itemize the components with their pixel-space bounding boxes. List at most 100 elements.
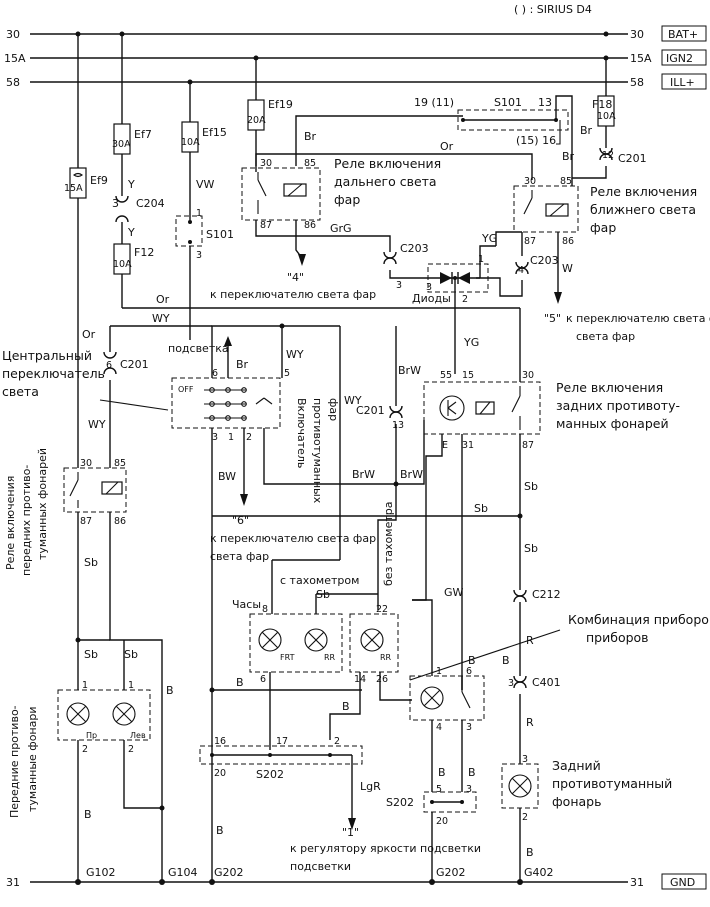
connector-c203-left: C203 — [383, 242, 429, 265]
relay-high-beam-label: Реле включения — [334, 156, 441, 171]
relay-rear-pin-31: 31 — [462, 440, 474, 451]
switch-off-label: OFF — [178, 385, 194, 394]
rear-fog-lamp-label: Задний — [552, 758, 601, 773]
wire-b5: B — [468, 766, 476, 779]
cluster-clock-group: FRT RR 8 6 — [249, 604, 343, 685]
cluster-right-pin-6: 6 — [466, 666, 472, 677]
switch-pin-5: 5 — [284, 368, 290, 379]
wire-b3: B — [216, 824, 224, 837]
ref-5-text: к переключателю света фар — [566, 312, 710, 325]
wire-b6: B — [468, 654, 476, 667]
ref-4: "4" — [287, 271, 304, 284]
relay-low-beam: 30 85 87 86 Реле включения ближнего свет… — [513, 176, 697, 247]
diodes-pin-2: 2 — [462, 294, 468, 305]
fuse-f18-rating: 10A — [597, 111, 616, 122]
clock-label: Часы — [232, 598, 261, 611]
backlight-label: подсветка — [168, 342, 229, 355]
wire-b9: B — [502, 654, 510, 667]
wire-b2: B — [166, 684, 174, 697]
switch-pin-3: 3 — [212, 432, 218, 443]
ref-5: "5" — [544, 312, 561, 325]
clock-frt-tag: FRT — [280, 653, 295, 662]
relay-high-pin-87: 87 — [260, 220, 272, 231]
connector-s101-top-pin-lower: (15) 16 — [516, 134, 556, 147]
connector-s101-top: S101 19 (11) 13 (15) 16 — [414, 96, 569, 147]
s202-pin-2: 2 — [334, 736, 340, 747]
central-switch-label2: переключатель — [2, 366, 105, 381]
bus-gnd-left-label: 31 — [6, 876, 20, 889]
fuse-f18-name: F18 — [592, 98, 612, 111]
relay-front-pin-86: 86 — [114, 516, 126, 527]
relay-front-pin-87: 87 — [80, 516, 92, 527]
wire-brw3: BrW — [400, 468, 423, 481]
front-fog-relay-label3: туманных фонарей — [36, 448, 49, 560]
switch-pin-1: 1 — [228, 432, 234, 443]
relay-high-beam-label3: фар — [334, 192, 360, 207]
relay-low-pin-87: 87 — [524, 236, 536, 247]
bus-gnd-right-label: 31 — [630, 876, 644, 889]
wire-or3: Or — [82, 328, 96, 341]
relay-front-pin-30: 30 — [80, 458, 92, 469]
connector-s101-top-label: S101 — [494, 96, 522, 109]
front-fog-relay-label: Реле включения — [4, 476, 17, 570]
connector-c201-left-pin: 6 — [106, 360, 112, 371]
fuse-ef15-rating: 10A — [181, 137, 200, 148]
switch-pin-6: 6 — [212, 368, 218, 379]
bus-ign-tag: IGN2 — [666, 52, 693, 65]
bus-gnd-tag: GND — [670, 876, 695, 889]
bus-ign-right-label: 15A — [630, 52, 652, 65]
cluster-pin-26: 26 — [376, 674, 388, 685]
wire-or1: Or — [156, 293, 170, 306]
wire-br1: Br — [304, 130, 317, 143]
ref-1-text: к регулятору яркости подсветки — [290, 842, 481, 855]
bus-ign-left-label: 15A — [4, 52, 26, 65]
relay-rear-pin-30: 30 — [522, 370, 534, 381]
connector-c204-pin: 3 — [112, 197, 119, 210]
relay-low-beam-label: Реле включения — [590, 184, 697, 199]
wire-grg: GrG — [330, 222, 352, 235]
header-note: ( ) : SIRIUS D4 — [514, 3, 592, 16]
relay-rear-pin-15: 15 — [462, 370, 474, 381]
s202r-pin-5: 5 — [436, 784, 442, 795]
cluster-right-pin-4: 4 — [436, 722, 442, 733]
fuse-ef19-name: Ef19 — [268, 98, 293, 111]
relay-low-beam-label3: фар — [590, 220, 616, 235]
cluster-label2: приборов — [586, 630, 649, 645]
fuse-f12-name: F12 — [134, 246, 154, 259]
fuse-ef19: 20A Ef19 — [247, 58, 293, 165]
fuse-ef9: 15A Ef9 — [64, 34, 108, 360]
fuse-ef7-name: Ef7 — [134, 128, 152, 141]
wire-b4: B — [438, 766, 446, 779]
wire-sb3: Sb — [524, 542, 538, 555]
rear-fog-lamp-label2: противотуманный — [552, 776, 672, 791]
fuse-ef7: 30A Ef7 — [112, 34, 152, 196]
ground-g202b: G202 — [436, 866, 466, 879]
connector-s101-top-pin-right: 13 — [538, 96, 552, 109]
relay-high-beam-label2: дальнего света — [334, 174, 437, 189]
wire-wy4: WY — [88, 418, 106, 431]
central-switch: OFF 6 3 1 2 5 — [171, 368, 290, 443]
connector-c203-right-label: C203 — [530, 254, 559, 267]
front-fog-lamps: 1 1 2 2 Пр Лев — [57, 680, 151, 755]
front-fog-pin-2a: 2 — [82, 744, 88, 755]
relay-low-pin-30: 30 — [524, 176, 536, 187]
fuse-ef9-name: Ef9 — [90, 174, 108, 187]
connector-c401-label: C401 — [532, 676, 561, 689]
wire-sb2: Sb — [474, 502, 488, 515]
wire-w: W — [562, 262, 573, 275]
with-tach-label: с тахометром — [280, 574, 359, 587]
connector-c212: C212 — [513, 588, 561, 603]
fuse-ef15-name: Ef15 — [202, 126, 227, 139]
s202-pin-17: 17 — [276, 736, 288, 747]
front-fog-relay-label2: передних противо- — [20, 465, 33, 576]
relay-rear-fog-label: Реле включения — [556, 380, 663, 395]
fuse-f12: 10A F12 — [113, 222, 154, 308]
ground-g402: G402 — [524, 866, 554, 879]
bus-bat-tag: BAT+ — [668, 28, 698, 41]
ground-g202a: G202 — [214, 866, 244, 879]
bus-gnd: 31 31 GND — [6, 873, 707, 890]
ref-6-text: к переключателю света фар — [210, 532, 376, 545]
diodes-pin-1: 1 — [478, 254, 484, 265]
central-switch-label: Центральный — [2, 348, 92, 363]
